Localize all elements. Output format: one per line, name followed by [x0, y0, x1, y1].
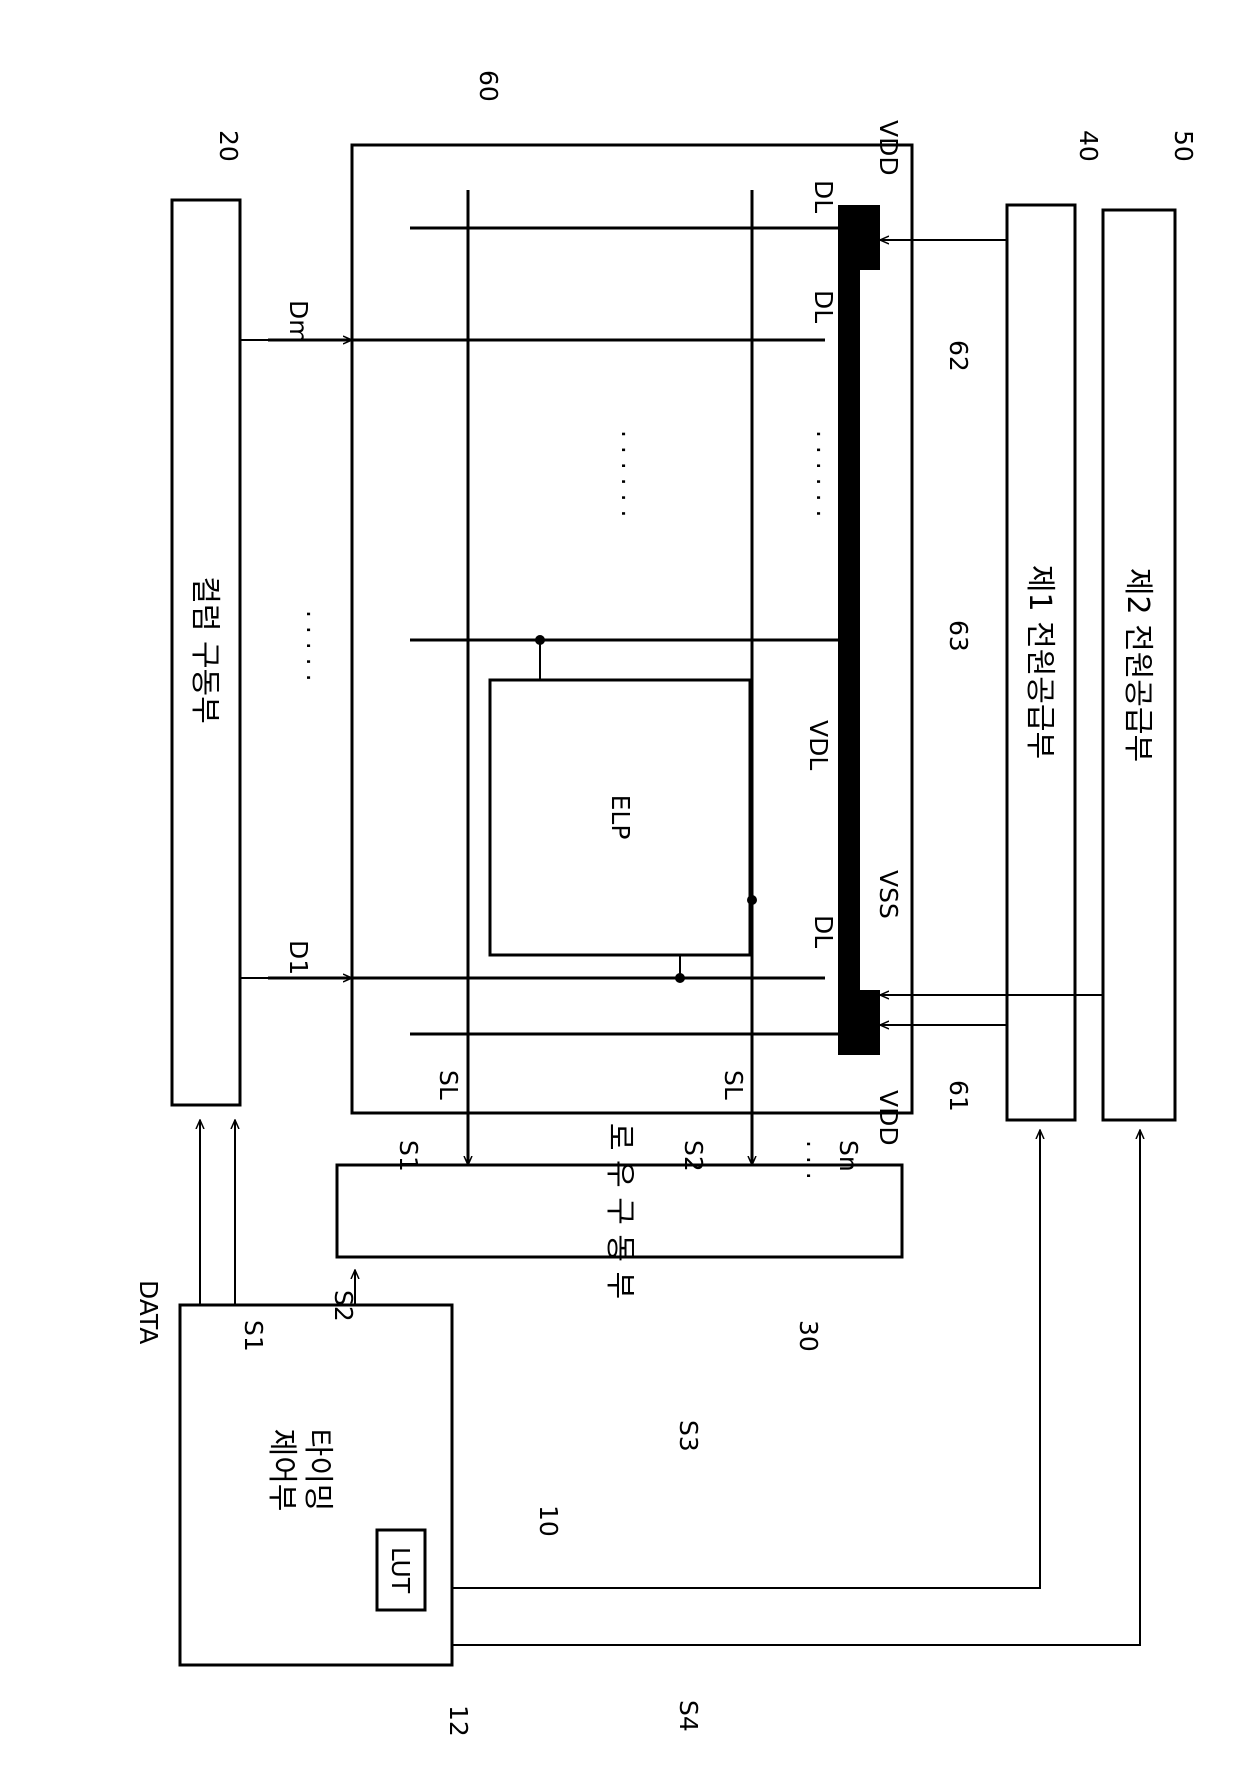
- ref-40: 40: [1074, 130, 1103, 162]
- timing-controller-label: 타이밍제어부: [264, 1429, 335, 1512]
- power-bus-63: [838, 205, 860, 1055]
- power-pad-62: [838, 205, 880, 270]
- ref-61: 61: [944, 1080, 973, 1112]
- dl-label-2: DL: [809, 290, 838, 323]
- s2-label: S2: [329, 1290, 358, 1322]
- vdl-label: VDL: [804, 720, 833, 770]
- lut-label: LUT: [386, 1547, 415, 1594]
- ref-62: 62: [944, 340, 973, 372]
- sl-label-1: SL: [434, 1070, 463, 1100]
- dots-panel-1: · · · · · ·: [609, 430, 638, 517]
- first-power-supply-label: 제1 전원공급부: [1022, 565, 1057, 759]
- row-sn-label: Sn: [834, 1140, 863, 1172]
- s1-label: S1: [239, 1320, 268, 1352]
- ref-12: 12: [444, 1705, 473, 1737]
- dm-label: Dm: [284, 300, 313, 344]
- elp-vdl-node: [535, 635, 545, 645]
- ref-60: 60: [474, 70, 503, 102]
- ref-10: 10: [534, 1505, 563, 1537]
- vss-label: VSS: [874, 870, 903, 919]
- row-driver-label: 로 우 구 동 부: [602, 1123, 637, 1299]
- second-power-supply-label: 제2 전원공급부: [1120, 568, 1155, 762]
- ref-50: 50: [1169, 130, 1198, 162]
- ref-30: 30: [794, 1320, 823, 1352]
- elp-label: ELP: [606, 795, 635, 840]
- d1-label: D1: [284, 940, 313, 975]
- elp-dl-node: [675, 973, 685, 983]
- column-driver-label: 컬럼 구동부: [187, 576, 222, 724]
- data-label: DATA: [134, 1280, 163, 1344]
- ref-63: 63: [944, 620, 973, 652]
- dots-column: · · · · ·: [294, 610, 323, 682]
- drawing-group: 타이밍제어부 LUT 컬럼 구동부 로 우 구 동 부 제1 전원공급부 제2 …: [134, 70, 1198, 1737]
- vdd-label-bottom: VDD: [874, 1090, 903, 1146]
- vdd-label-top: VDD: [874, 120, 903, 176]
- dl-label-1: DL: [809, 915, 838, 948]
- s4-label: S4: [674, 1700, 703, 1732]
- ref-20: 20: [214, 130, 243, 162]
- power-pad-61: [838, 990, 880, 1055]
- sl-label-2: SL: [719, 1070, 748, 1100]
- dl-label-3: DL: [809, 180, 838, 213]
- dots-row: · · ·: [794, 1140, 823, 1180]
- s3-label: S3: [674, 1420, 703, 1452]
- row-s1-label: S1: [394, 1140, 423, 1172]
- dots-panel-2: · · · · · ·: [804, 430, 833, 517]
- row-s2-label: S2: [679, 1140, 708, 1172]
